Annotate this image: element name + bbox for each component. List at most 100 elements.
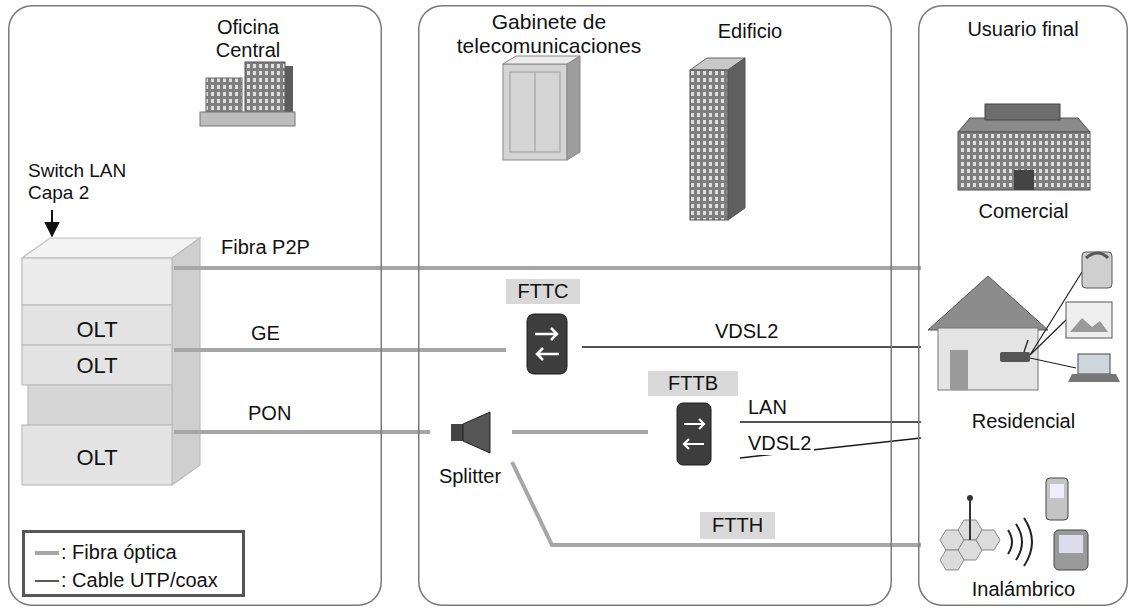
- olt-stack-part: [22, 238, 200, 258]
- wireless-icon-part: [967, 495, 973, 501]
- copper-link: [740, 421, 921, 423]
- end-user: Residencial: [921, 240, 1126, 440]
- cabinet-icon-part: [567, 56, 580, 160]
- link-label: GE: [248, 322, 283, 345]
- wireless-icon-part: [1050, 484, 1064, 498]
- cabinet-icon-part: [503, 56, 580, 64]
- olt-stack-part: [22, 258, 172, 305]
- callout-label: Switch LAN Capa 2: [28, 160, 158, 204]
- residence-icon-part: [928, 276, 1048, 330]
- fiber-link: [174, 430, 430, 434]
- node-label: FTTC: [506, 279, 580, 304]
- commercial-building-icon: [958, 104, 1090, 190]
- legend-sample: [33, 543, 61, 563]
- legend-entry: : Cable UTP/coax: [33, 569, 218, 592]
- olt-unit: OLT: [22, 258, 174, 345]
- residence-icon-part: [938, 328, 1038, 390]
- cabinet-icon-part: [535, 72, 536, 152]
- link-label: LAN: [745, 396, 790, 419]
- wireless-icon-part: [1008, 518, 1032, 566]
- node-label: Residencial: [925, 410, 1122, 433]
- fttc-node: FTTC: [506, 278, 582, 378]
- region-panel: Usuario finalComercialResidencialInalámb…: [918, 5, 1128, 606]
- link-label: VDSL2: [712, 320, 781, 343]
- olt-stack: [22, 238, 200, 485]
- olt-stack-part: [28, 385, 172, 425]
- link-label: FTTH: [700, 512, 775, 539]
- legend-entry: : Fibra óptica: [33, 541, 177, 564]
- splitter-icon-part: [451, 424, 463, 441]
- office-building-icon-part: [200, 112, 295, 126]
- region-panel: Oficina CentralOLT OLT OLT: [8, 5, 382, 606]
- node-label: Inalámbrico: [925, 578, 1122, 601]
- switch-icon-part: [684, 419, 704, 449]
- copper-link: [582, 346, 921, 348]
- switch-icon: [677, 403, 711, 465]
- switch-icon: [527, 314, 567, 374]
- residence-icon-part: [950, 350, 968, 390]
- panel-heading: Oficina Central: [196, 16, 300, 62]
- residence-icon-part: [1000, 352, 1030, 362]
- office-building-icon: [200, 62, 295, 126]
- switch-icon-part: [535, 328, 559, 360]
- link-label: VDSL2: [745, 432, 814, 455]
- switch-icon-part: [677, 403, 711, 465]
- building-icon-part: [728, 58, 745, 220]
- cabinet-icon-part: [510, 72, 560, 152]
- node-label: OLT: [22, 445, 172, 470]
- wireless-icon-part: [1054, 530, 1088, 570]
- commercial-building-icon-part: [1014, 170, 1034, 190]
- olt-unit: OLT: [22, 425, 174, 485]
- commercial-building-icon-part: [958, 132, 1090, 190]
- residence-icon: [928, 252, 1120, 390]
- residence-icon-part: [1066, 302, 1112, 338]
- legend-line: [35, 580, 59, 582]
- splitter-icon: [451, 412, 490, 453]
- residence-icon-part: [1068, 374, 1120, 382]
- wireless-icon-part: [1059, 535, 1083, 553]
- wireless-icon-part-part: [976, 530, 1000, 550]
- switch-icon-part: [527, 314, 567, 374]
- node-label: Comercial: [925, 200, 1122, 223]
- end-user: Comercial: [921, 95, 1126, 230]
- panel-heading: Usuario final: [925, 18, 1121, 41]
- node-label: OLT: [22, 353, 172, 378]
- fiber-link: [512, 430, 648, 434]
- fiber-link: [512, 462, 921, 545]
- leader-arrow: [51, 210, 53, 236]
- wireless-icon: [940, 478, 1088, 570]
- splitter-icon-part: [463, 412, 490, 453]
- wireless-icon-part: [1046, 478, 1068, 520]
- residence-icon-part: [1078, 354, 1110, 374]
- link-label: Fibra P2P: [218, 236, 313, 259]
- fttb-node: FTTB: [648, 370, 740, 470]
- residence-icon-part: [1024, 340, 1028, 352]
- cabinet-icon: [503, 56, 580, 160]
- wireless-icon-part-part: [940, 550, 964, 570]
- residence-icon-part: [1070, 318, 1108, 332]
- node-label: OLT: [22, 317, 172, 342]
- node-label: Splitter: [430, 465, 510, 488]
- olt-unit: OLT: [22, 345, 174, 385]
- panel-heading: Gabinete de telecomunicaciones: [424, 10, 674, 58]
- panel-heading: Edificio: [700, 20, 800, 43]
- olt-stack-part: [172, 238, 200, 485]
- end-user: Inalámbrico: [921, 468, 1126, 604]
- olt-stack-part: [22, 305, 172, 345]
- building-icon-part: [690, 70, 728, 220]
- optical-splitter: Splitter: [430, 410, 512, 494]
- node-label: FTTB: [648, 371, 738, 396]
- residence-icon-part: [1086, 253, 1108, 258]
- legend-line: [35, 551, 59, 555]
- legend-sample: [33, 571, 61, 591]
- region-panel: Gabinete de telecomunicaciones EdificioFT…: [418, 5, 892, 606]
- fiber-link: [174, 348, 506, 352]
- link-label: PON: [245, 402, 294, 425]
- olt-stack-part: [22, 425, 172, 485]
- legend-text: : Fibra óptica: [61, 541, 177, 564]
- legend-box: : Fibra óptica : Cable UTP/coax: [22, 530, 245, 597]
